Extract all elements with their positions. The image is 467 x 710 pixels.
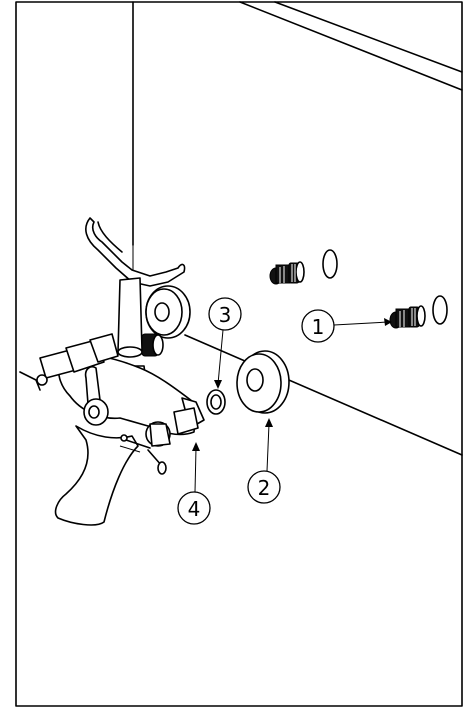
callout-4-arrowhead (192, 442, 200, 451)
callout-1-label: 1 (312, 315, 325, 339)
washer (206, 389, 226, 415)
wall-outline (132, 1, 463, 456)
wall-openings (322, 249, 448, 325)
page-frame (15, 1, 463, 707)
faucet-assembly (19, 217, 205, 526)
callout-4: 4 (177, 442, 211, 525)
eccentric-connector-right (389, 305, 426, 329)
callout-3-arrowhead (214, 380, 222, 389)
wall-opening-left (322, 249, 338, 279)
callout-2-arrowhead (265, 418, 273, 427)
callout-4-label: 4 (188, 497, 201, 521)
callout-1-arrowhead (384, 318, 392, 326)
callout-1: 1 (301, 309, 392, 343)
callout-2: 2 (247, 418, 281, 504)
callout-3-label: 3 (219, 303, 232, 327)
callout-3: 3 (208, 297, 242, 389)
eccentric-connector-left (269, 261, 305, 285)
wall-opening-right (432, 295, 448, 325)
wall-flange (236, 350, 290, 414)
callout-2-label: 2 (258, 476, 271, 500)
